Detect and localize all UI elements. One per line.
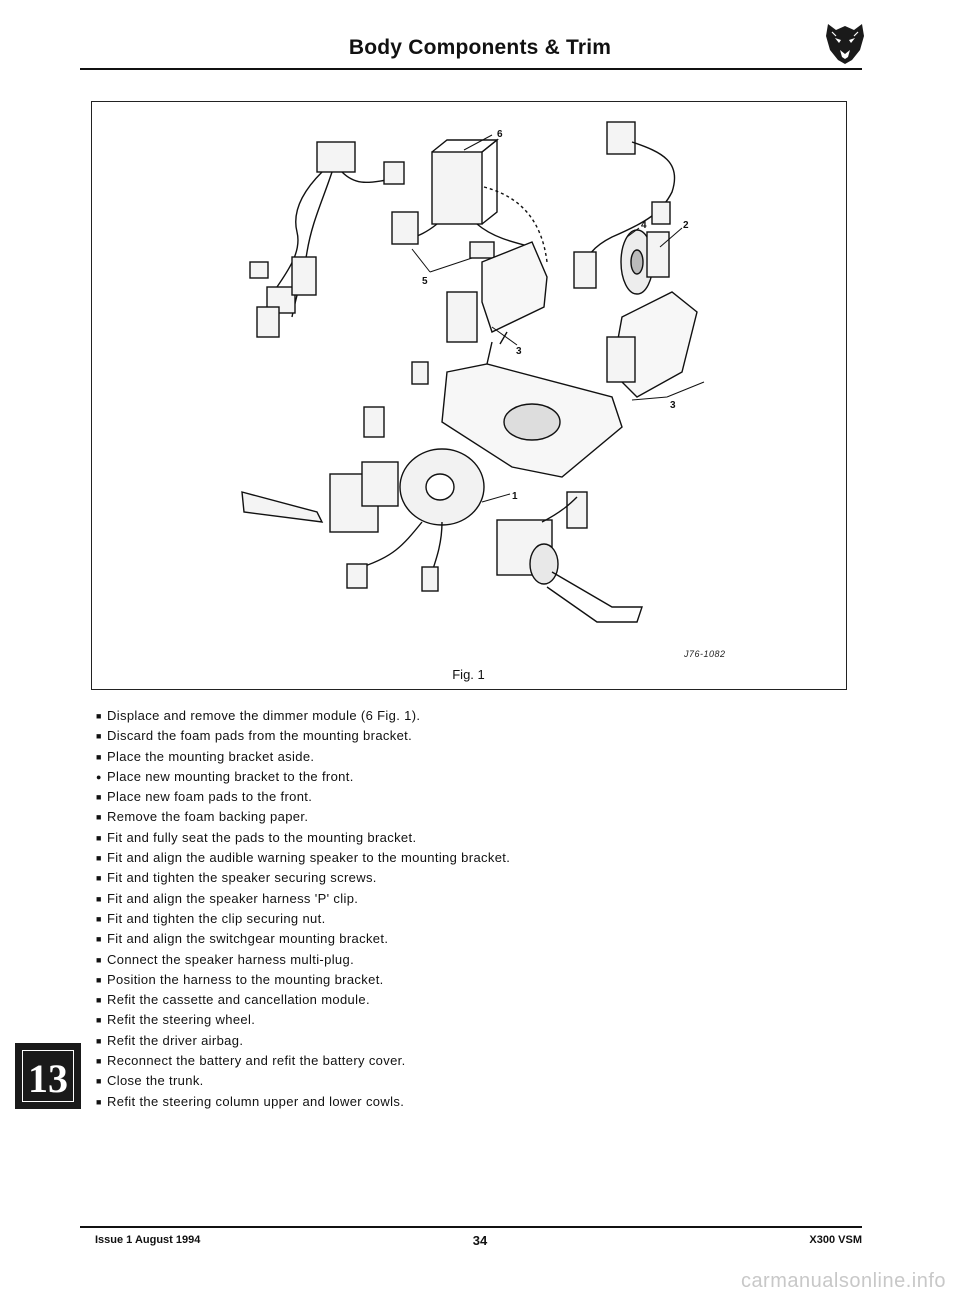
- section-tab-border: [22, 1050, 74, 1102]
- step-item: ■ Fit and align the speaker harness 'P' c…: [96, 891, 516, 907]
- step-item: ■ Refit the steering wheel.: [96, 1012, 516, 1028]
- bullet-icon: ■: [96, 1056, 102, 1067]
- bullet-icon: ■: [96, 913, 102, 924]
- step-item: ● Place new mounting bracket to the front…: [96, 769, 516, 785]
- figure-caption: Fig. 1: [452, 667, 485, 682]
- step-item: ■ Position the harness to the mounting br…: [96, 972, 516, 988]
- step-item: ■ Fit and fully seat the pads to the moun…: [96, 830, 516, 846]
- step-text: Refit the driver airbag.: [107, 1032, 244, 1048]
- bullet-icon: ●: [96, 771, 102, 782]
- watermark: carmanualsonline.info: [740, 1270, 946, 1292]
- bullet-icon: ■: [96, 711, 102, 721]
- step-text: Refit the cassette and cancellation modu…: [107, 992, 370, 1008]
- bullet-icon: ■: [96, 873, 102, 884]
- bullet-icon: ■: [96, 832, 102, 843]
- callout-5: 5: [422, 276, 428, 287]
- figure-reference: J76-1082: [684, 649, 726, 659]
- step-text: Fit and fully seat the pads to the mount…: [107, 829, 417, 845]
- step-item: ■ Place new foam pads to the front.: [96, 789, 516, 805]
- bullet-icon: ■: [96, 974, 102, 985]
- header-rule: [80, 68, 862, 70]
- step-text: Position the harness to the mounting bra…: [107, 971, 384, 987]
- bullet-icon: ■: [96, 792, 102, 803]
- step-item: ■ Fit and tighten the clip securing nut.: [96, 911, 516, 927]
- bullet-icon: ■: [96, 1035, 102, 1046]
- step-item: ■ Refit the cassette and cancellation mod…: [96, 992, 516, 1008]
- bullet-icon: ■: [96, 731, 102, 742]
- callout-6: 6: [497, 129, 503, 140]
- step-text: Refit the steering wheel.: [107, 1012, 256, 1028]
- callout-3: 3: [516, 346, 522, 357]
- bullet-icon: ■: [96, 1076, 102, 1087]
- step-text: Fit and align the speaker harness 'P' cl…: [107, 890, 359, 906]
- callout-3b: 3: [670, 400, 676, 411]
- step-text: Reconnect the battery and refit the batt…: [107, 1053, 406, 1069]
- jaguar-logo-icon: [826, 24, 864, 64]
- bullet-icon: ■: [96, 934, 102, 945]
- step-item: ■ Refit the driver airbag.: [96, 1033, 516, 1049]
- step-item: ■ Fit and align the audible warning speak…: [96, 850, 516, 866]
- manual-code: X300 VSM: [809, 1234, 862, 1246]
- bullet-icon: ■: [96, 1096, 102, 1107]
- step-text: Close the trunk.: [107, 1073, 204, 1089]
- step-item: ■ Remove the foam backing paper.: [96, 809, 516, 825]
- step-text: Fit and align the switchgear mounting br…: [107, 931, 389, 947]
- step-text: Displace and remove the dimmer module (6…: [107, 708, 421, 723]
- step-item: ■ Connect the speaker harness multi-plug.: [96, 952, 516, 968]
- step-text: Place new foam pads to the front.: [107, 789, 313, 805]
- step-text: Connect the speaker harness multi-plug.: [107, 951, 355, 967]
- bullet-icon: ■: [96, 995, 102, 1006]
- section-tab: 13: [15, 1043, 81, 1109]
- procedure-steps: ■ Displace and remove the dimmer module (…: [96, 708, 516, 1114]
- step-item: ■ Refit the steering column upper and low…: [96, 1094, 516, 1110]
- step-text: Fit and tighten the speaker securing scr…: [107, 870, 377, 886]
- callout-2: 2: [683, 220, 689, 231]
- figure-frame: 6 5 3 4 2 3 1 J76-1082 Fig. 1: [91, 101, 847, 690]
- bullet-icon: ■: [96, 812, 102, 823]
- page-number: 34: [472, 1233, 488, 1248]
- step-text: Fit and tighten the clip securing nut.: [107, 910, 326, 926]
- step-text: Fit and align the audible warning speake…: [107, 850, 511, 866]
- step-item: ■ Place the mounting bracket aside.: [96, 749, 516, 765]
- step-item: ■ Discard the foam pads from the mounting…: [96, 728, 516, 744]
- step-item: ■ Reconnect the battery and refit the bat…: [96, 1053, 516, 1069]
- section-number: 13: [28, 1056, 68, 1101]
- step-text: Place new mounting bracket to the front.: [107, 768, 354, 784]
- footer-rule: [80, 1226, 862, 1228]
- step-text: Discard the foam pads from the mounting …: [107, 728, 413, 744]
- page-title: Body Components & Trim: [348, 36, 612, 59]
- step-item: ■ Displace and remove the dimmer module (…: [96, 708, 516, 724]
- callout-4: 4: [641, 220, 647, 231]
- bullet-icon: ■: [96, 853, 102, 864]
- bullet-icon: ■: [96, 1015, 102, 1026]
- callout-1: 1: [512, 491, 518, 502]
- bullet-icon: ■: [96, 893, 102, 904]
- step-text: Place the mounting bracket aside.: [107, 748, 315, 764]
- step-item: ■ Fit and align the switchgear mounting b…: [96, 931, 516, 947]
- bullet-icon: ■: [96, 751, 102, 762]
- step-item: ■ Close the trunk.: [96, 1073, 516, 1089]
- issue-date: Issue 1 August 1994: [95, 1234, 201, 1246]
- switchgear-exploded-diagram: 6 5 3 4 2 3 1: [241, 121, 705, 623]
- step-item: ■ Fit and tighten the speaker securing sc…: [96, 870, 516, 886]
- bullet-icon: ■: [96, 954, 102, 965]
- step-text: Remove the foam backing paper.: [107, 809, 309, 825]
- step-text: Refit the steering column upper and lowe…: [107, 1093, 405, 1109]
